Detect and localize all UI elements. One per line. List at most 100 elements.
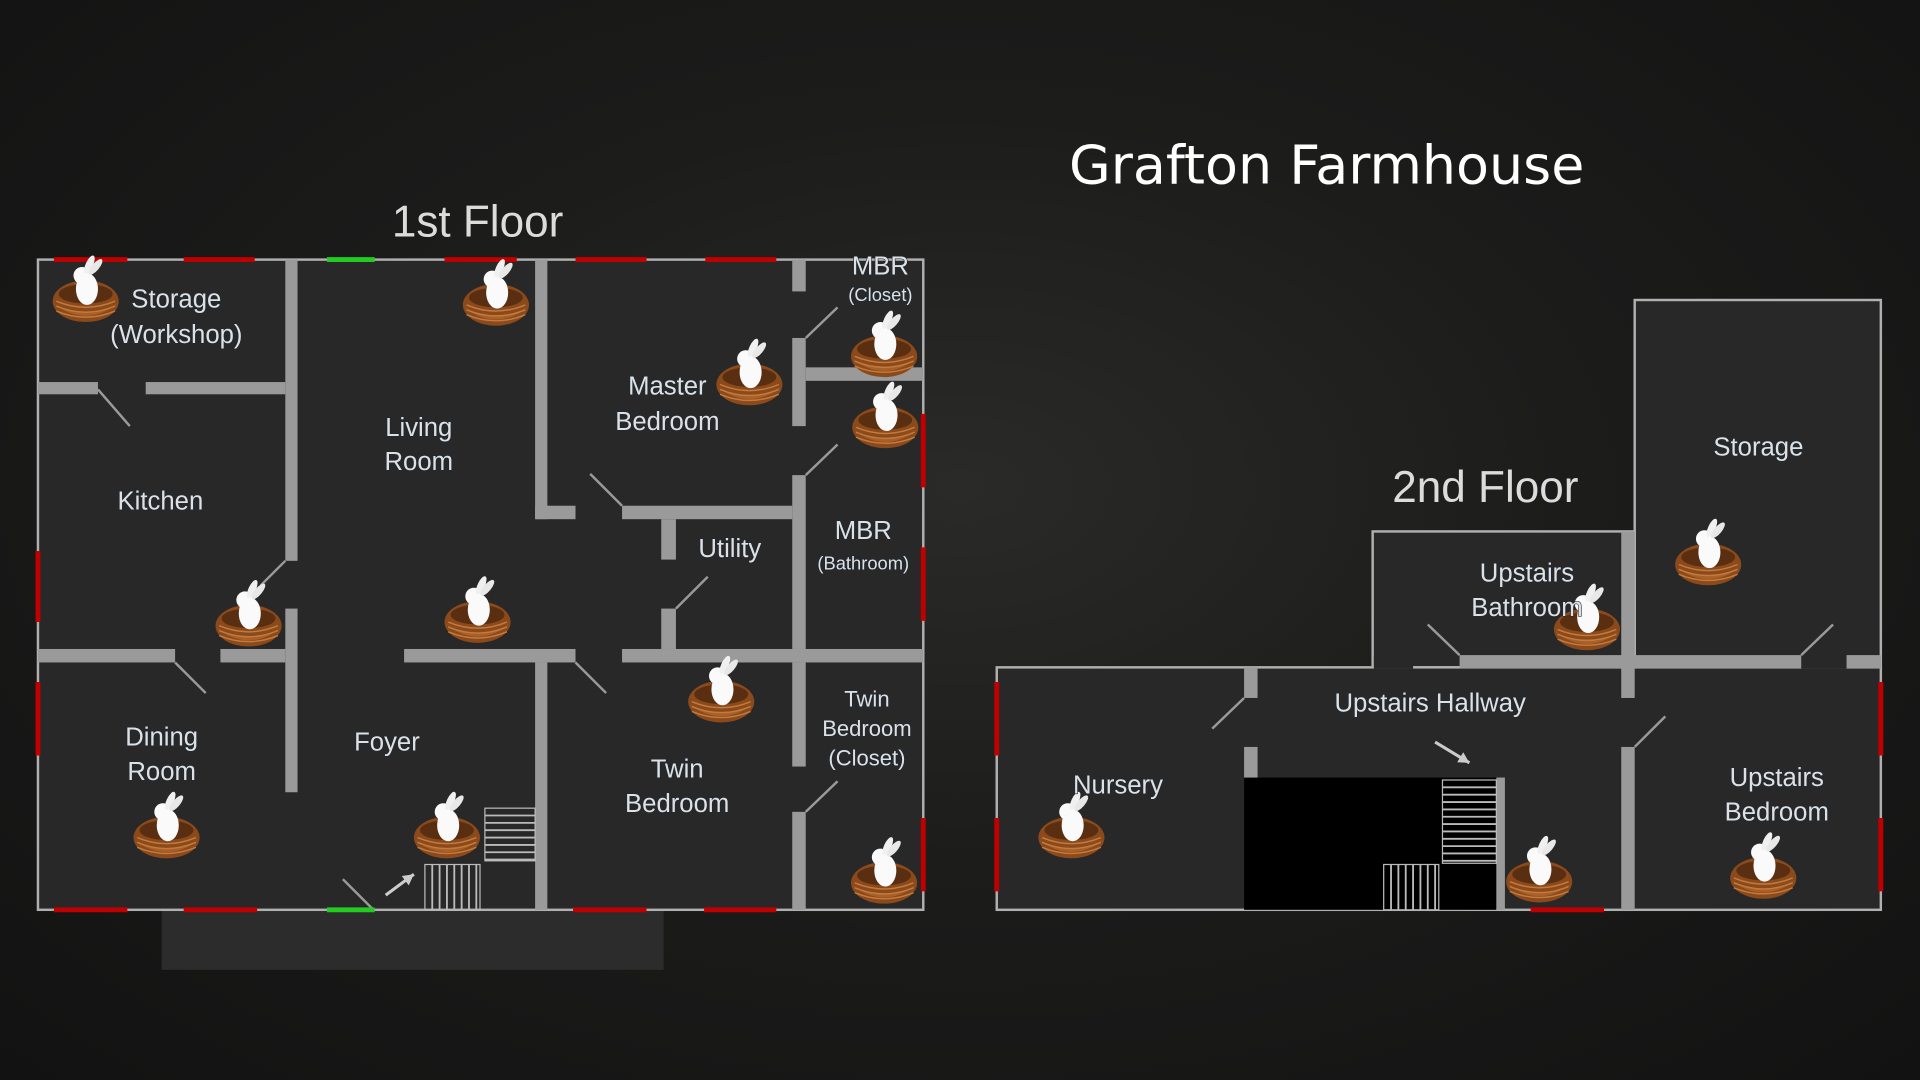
egg-nest-bunny-icon[interactable]: [1675, 517, 1742, 586]
egg-nest-bunny-icon[interactable]: [716, 337, 783, 406]
wall: [792, 337, 806, 427]
egg-nest-bunny-icon[interactable]: [413, 790, 481, 859]
stairs-icon: [424, 807, 536, 911]
egg-nest-bunny-icon[interactable]: [1506, 834, 1573, 903]
wall: [285, 608, 298, 793]
room-label: Upstairs: [1480, 560, 1574, 588]
room-label: (Bathroom): [817, 552, 909, 573]
wall: [37, 382, 98, 395]
room-label: Bedroom: [1725, 798, 1829, 826]
egg-nest-bunny-icon[interactable]: [215, 579, 282, 647]
door-swing: [589, 473, 623, 507]
room-label: MBR: [852, 252, 909, 280]
egg-nest-bunny-icon[interactable]: [1038, 790, 1105, 859]
door-swing: [1800, 623, 1834, 656]
wall: [792, 811, 806, 910]
door-swing: [259, 559, 287, 587]
stair-flight: [484, 807, 536, 862]
door-marks: [994, 682, 1884, 913]
egg-nest-bunny-icon[interactable]: [688, 654, 755, 723]
door-swing: [1633, 715, 1667, 748]
room-label: Upstairs Hallway: [1335, 689, 1527, 717]
room-label: Bedroom: [615, 408, 719, 436]
egg-nest-bunny-icon[interactable]: [851, 309, 918, 378]
door-swing: [675, 575, 709, 610]
egg-nest-bunny-icon[interactable]: [1730, 831, 1797, 899]
door-swing: [804, 306, 839, 339]
egg-nest-bunny-icon[interactable]: [1553, 582, 1621, 651]
door-marks: [35, 257, 926, 913]
egg-nest-bunny-icon[interactable]: [851, 836, 918, 904]
wall: [1244, 667, 1258, 698]
room-label: MBR: [835, 517, 892, 545]
room-label: Twin: [844, 687, 889, 712]
arrow-icon: [1434, 740, 1471, 765]
walls: [37, 259, 924, 910]
room-storage-workshop: Storage (Workshop): [110, 285, 244, 350]
door-swing: [341, 878, 375, 911]
egg-nest-bunny-icon[interactable]: [52, 254, 119, 323]
door-swing: [1426, 623, 1461, 656]
wall: [37, 648, 176, 663]
stairs-icon: [1383, 779, 1497, 911]
room-label: Upstairs: [1730, 764, 1824, 792]
storage-outline: [1633, 298, 1883, 669]
room-mbr-bathroom: MBR (Bathroom): [817, 516, 910, 574]
room-label: (Workshop): [110, 321, 242, 349]
wall: [535, 259, 548, 520]
floor-2-plan: [994, 298, 1884, 913]
room-label: Bedroom: [625, 790, 729, 818]
room-labels: Storage(Workshop)LivingRoomKitchenMaster…: [110, 252, 1830, 828]
room-label: Foyer: [354, 729, 420, 757]
room-label: Master: [628, 372, 707, 400]
wall: [622, 648, 924, 663]
door-swing: [804, 443, 839, 476]
wall: [792, 259, 806, 292]
egg-nest-bunny-icon[interactable]: [462, 258, 529, 326]
door-swing: [1211, 697, 1245, 730]
room-foyer: Foyer: [353, 728, 420, 757]
room-mbr-closet: MBR(Closet): [848, 252, 914, 306]
room-label: Bathroom: [1471, 594, 1582, 622]
room-utility: Utility: [698, 535, 762, 564]
opening: [1373, 656, 1414, 669]
wall: [1621, 746, 1635, 910]
room-label: Bedroom: [822, 716, 911, 741]
room-label: Room: [127, 758, 196, 786]
room-label: Storage: [131, 285, 221, 313]
wall: [792, 475, 806, 649]
floor-2-label: 2nd Floor: [1392, 463, 1578, 512]
room-nursery: Nursery: [1072, 771, 1163, 800]
wall: [661, 608, 676, 649]
wall: [145, 382, 286, 395]
walls: [1244, 531, 1881, 910]
stair-flight: [1441, 779, 1497, 864]
porch: [161, 909, 664, 970]
room-upstairs-hallway: Upstairs Hallway: [1334, 689, 1527, 718]
wall: [535, 505, 576, 520]
egg-nest-bunny-icon[interactable]: [444, 575, 511, 643]
room-label: (Closet): [828, 745, 905, 770]
wall: [792, 662, 806, 767]
egg-nest-bunny-icon[interactable]: [852, 380, 919, 449]
nests: [52, 254, 1797, 904]
egg-nest-bunny-icon[interactable]: [133, 790, 200, 859]
wall: [1621, 531, 1635, 698]
door-swing: [174, 661, 207, 694]
room-kitchen: Kitchen: [117, 487, 204, 516]
room-label: Room: [384, 448, 453, 476]
stair-flight: [424, 863, 481, 911]
door-swing: [804, 780, 839, 813]
room-label: Living: [385, 414, 452, 442]
wall: [285, 259, 298, 561]
room-label: Storage: [1713, 434, 1803, 462]
wall: [535, 662, 548, 910]
